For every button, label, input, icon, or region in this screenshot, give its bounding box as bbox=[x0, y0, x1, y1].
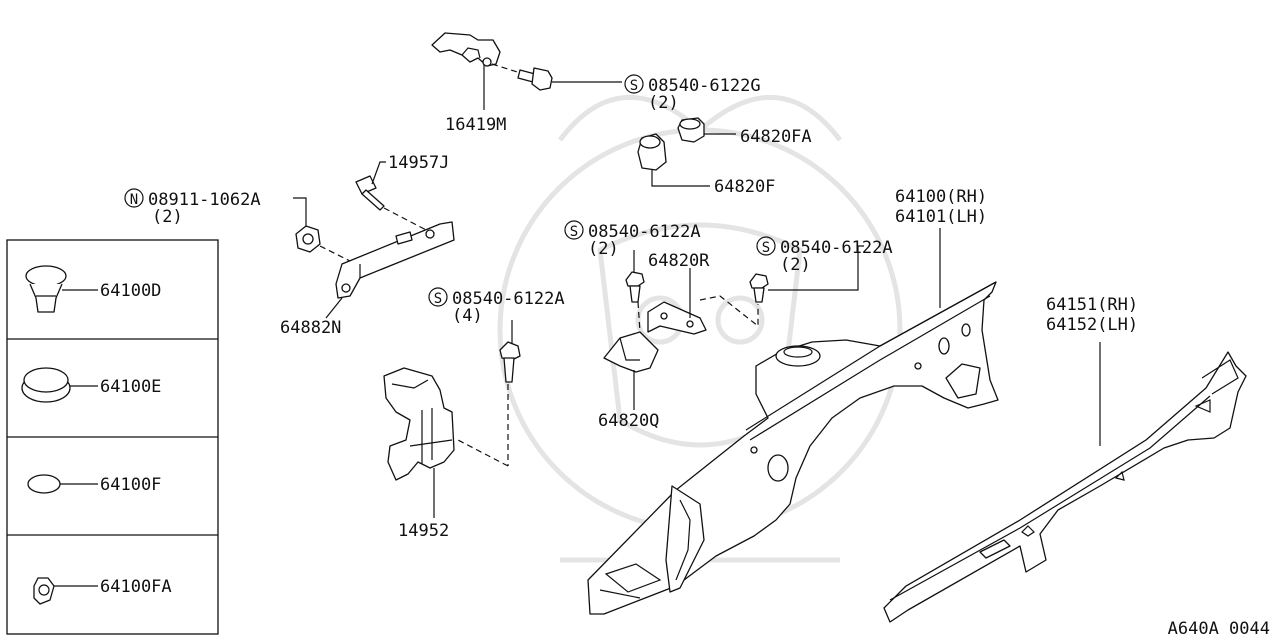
screw-mid[interactable] bbox=[625, 271, 645, 303]
label-14957J[interactable]: 14957J bbox=[388, 153, 449, 173]
part-64100-panel[interactable] bbox=[587, 281, 999, 615]
inset-label-64100D[interactable]: 64100D bbox=[100, 281, 161, 301]
nut-N[interactable] bbox=[295, 225, 321, 253]
label-14952[interactable]: 14952 bbox=[398, 521, 449, 541]
part-64820FA-bumper[interactable] bbox=[677, 117, 705, 143]
clip-64100FA-icon bbox=[33, 577, 55, 605]
screw-symbol-left-letter: S bbox=[434, 291, 442, 307]
part-64151-member[interactable] bbox=[883, 351, 1247, 623]
nut-symbol bbox=[124, 188, 144, 208]
part-64820Q-bracket[interactable] bbox=[603, 331, 659, 373]
part-64820R-bracket[interactable] bbox=[647, 301, 707, 335]
inset-label-64100F[interactable]: 64100F bbox=[100, 475, 161, 495]
screw-right[interactable] bbox=[749, 273, 769, 303]
qty-08911-1062A: (2) bbox=[152, 207, 183, 227]
label-64820Q[interactable]: 64820Q bbox=[598, 411, 659, 431]
qty-08540-6122G: (2) bbox=[648, 93, 679, 113]
inset-label-64100FA[interactable]: 64100FA bbox=[100, 577, 172, 597]
label-08540-6122A-mid[interactable]: 08540-6122A bbox=[588, 222, 701, 242]
part-16419M-clip[interactable] bbox=[431, 32, 501, 67]
label-08540-6122A-left[interactable]: 08540-6122A bbox=[452, 289, 565, 309]
screw-symbol-top bbox=[624, 74, 644, 94]
label-64101[interactable]: 64101(LH) bbox=[895, 207, 987, 227]
label-64882N[interactable]: 64882N bbox=[280, 318, 341, 338]
part-64882N-bracket[interactable] bbox=[335, 221, 455, 299]
qty-08540-6122A-right: (2) bbox=[780, 255, 811, 275]
diagram-code: A640A 0044 bbox=[1168, 619, 1270, 638]
nut-symbol-letter: N bbox=[130, 192, 138, 208]
plug-64100F-icon bbox=[27, 474, 61, 494]
label-64820FA[interactable]: 64820FA bbox=[740, 127, 812, 147]
label-64151[interactable]: 64151(RH) bbox=[1046, 295, 1138, 315]
plug-64100D-icon bbox=[25, 265, 67, 313]
label-08540-6122A-right[interactable]: 08540-6122A bbox=[780, 238, 893, 258]
qty-08540-6122A-left: (4) bbox=[452, 306, 483, 326]
screw-top[interactable] bbox=[517, 67, 553, 91]
screw-symbol-right-letter: S bbox=[762, 240, 770, 256]
bolt-14957J[interactable] bbox=[355, 175, 385, 211]
screw-symbol-top-letter: S bbox=[630, 78, 638, 94]
label-16419M[interactable]: 16419M bbox=[445, 115, 506, 135]
label-64820R[interactable]: 64820R bbox=[648, 251, 710, 271]
screw-symbol-mid bbox=[564, 220, 584, 240]
label-64820F[interactable]: 64820F bbox=[714, 177, 775, 197]
part-14952-bracket[interactable] bbox=[383, 367, 455, 481]
label-64100[interactable]: 64100(RH) bbox=[895, 187, 987, 207]
label-08911-1062A[interactable]: 08911-1062A bbox=[148, 190, 261, 210]
part-64820F-bumper[interactable] bbox=[637, 133, 667, 171]
label-08540-6122G[interactable]: 08540-6122G bbox=[648, 76, 761, 96]
screw-left[interactable] bbox=[499, 341, 521, 383]
screw-symbol-right bbox=[756, 236, 776, 256]
inset-legend: 64100D 64100E 64100F 64100FA bbox=[6, 239, 219, 635]
qty-08540-6122A-mid: (2) bbox=[588, 239, 619, 259]
label-64152[interactable]: 64152(LH) bbox=[1046, 315, 1138, 335]
screw-symbol-left bbox=[428, 287, 448, 307]
screw-symbol-mid-letter: S bbox=[570, 224, 578, 240]
inset-label-64100E[interactable]: 64100E bbox=[100, 377, 161, 397]
plug-64100E-icon bbox=[21, 367, 71, 403]
